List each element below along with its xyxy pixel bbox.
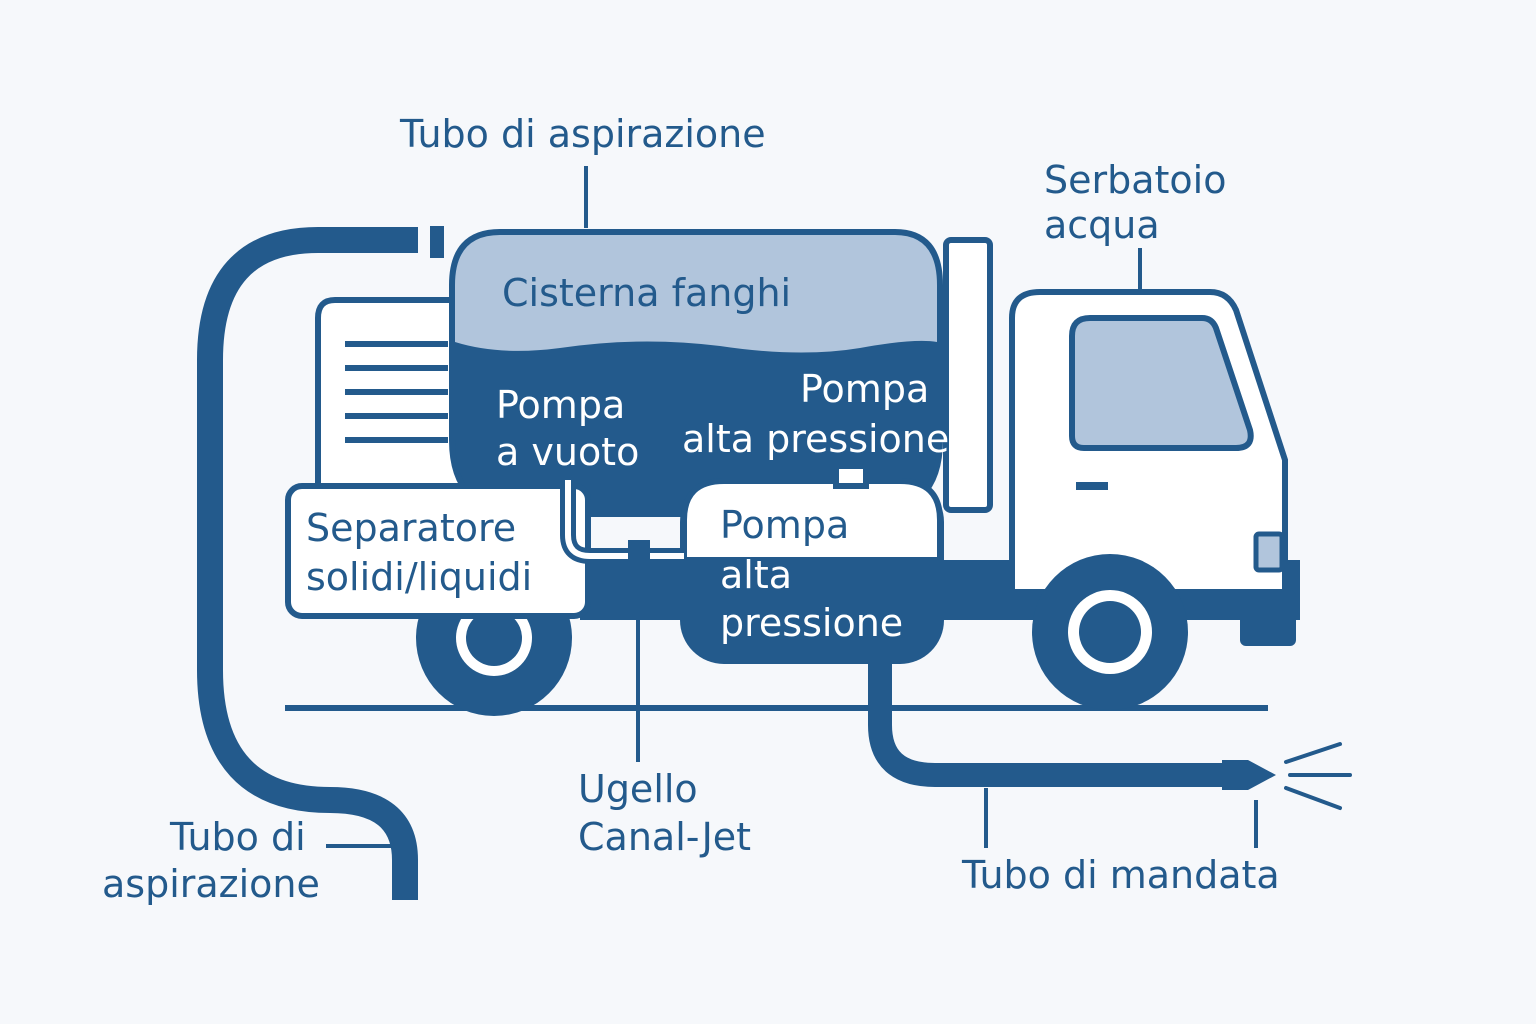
suction-hose-coupling (430, 226, 444, 258)
label-hp-pump-lower-3: pressione (720, 601, 903, 645)
label-vacuum-pump-2: a vuoto (496, 430, 639, 474)
door-handle (1076, 482, 1108, 490)
exhaust-stack (943, 237, 993, 513)
label-nozzle-2: Canal-Jet (578, 815, 751, 859)
front-wheel (1032, 554, 1188, 710)
sludge-tank-empty-part (455, 235, 937, 353)
label-water-tank-1: Serbatoio (1044, 158, 1227, 202)
label-delivery-hose: Tubo di mandata (961, 853, 1280, 897)
label-hp-pump-lower-2: alta (720, 553, 792, 597)
label-separator-1: Separatore (306, 506, 516, 550)
grille-vents (345, 341, 448, 443)
label-hp-pump-lower-1: Pompa (720, 503, 849, 547)
suction-hose (197, 227, 418, 900)
delivery-hose (868, 664, 1225, 787)
jet-nozzle (1222, 760, 1276, 790)
label-hp-pump-upper-1: Pompa (800, 367, 929, 411)
hp-pump-top (681, 478, 943, 563)
label-vacuum-pump-1: Pompa (496, 383, 625, 427)
label-bottom-suction-1: Tubo di (169, 815, 306, 859)
label-separator-2: solidi/liquidi (306, 555, 532, 599)
cab-window (1069, 315, 1254, 451)
bumper (1240, 590, 1296, 646)
nozzle-connector (628, 540, 650, 576)
label-hp-pump-upper-2: alta pressione (682, 417, 949, 461)
label-sludge-tank: Cisterna fanghi (502, 271, 791, 315)
headlight (1253, 531, 1285, 573)
label-top-suction-hose: Tubo di aspirazione (399, 112, 766, 156)
label-nozzle-1: Ugello (578, 767, 698, 811)
label-bottom-suction-2: aspirazione (102, 862, 320, 906)
label-water-tank-2: acqua (1044, 203, 1160, 247)
water-spray (1284, 742, 1352, 810)
hp-pump-port (833, 463, 869, 489)
